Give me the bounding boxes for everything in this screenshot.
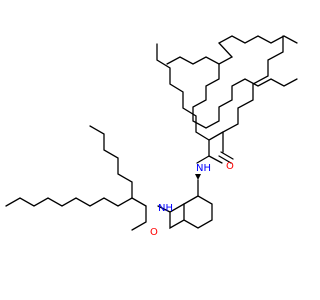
carbonyl-oxygen-upper: O <box>226 161 234 172</box>
c-n-bond-lower <box>157 205 171 213</box>
chain-bond-path <box>192 63 298 129</box>
hexyl-chain-upper-left <box>156 43 210 141</box>
ring-bonds-outline <box>169 179 213 230</box>
hexyl-chain-lower <box>89 125 133 199</box>
upper-carbonyl <box>218 151 234 164</box>
hexyl-chain-upper <box>166 35 298 65</box>
nonyl-chain-left <box>5 197 133 207</box>
wedge-bond <box>195 174 201 180</box>
double-bond-line <box>220 151 234 160</box>
stereo-wedge <box>195 174 201 180</box>
amide-nh-upper: NH <box>196 163 211 174</box>
structure-canvas: NH O NH O <box>5 35 298 238</box>
lower-co-bond <box>131 197 147 207</box>
carbonyl-oxygen-lower: O <box>150 227 158 238</box>
skeleton <box>5 35 284 231</box>
chain-bond-path <box>166 35 298 65</box>
c-n-bond-upper <box>196 155 210 164</box>
co-single <box>208 155 223 164</box>
lower-amide-backbone <box>131 205 147 231</box>
double-bond-line <box>218 155 232 164</box>
upper-acyl-backbone <box>192 63 298 129</box>
ring-bond <box>183 195 199 205</box>
alpha-carbon-bonds <box>208 131 224 157</box>
octyl-chain-right <box>222 35 284 153</box>
amide-nh-lower: NH <box>158 203 173 214</box>
molecule-diagram: NH O NH O <box>5 35 298 238</box>
